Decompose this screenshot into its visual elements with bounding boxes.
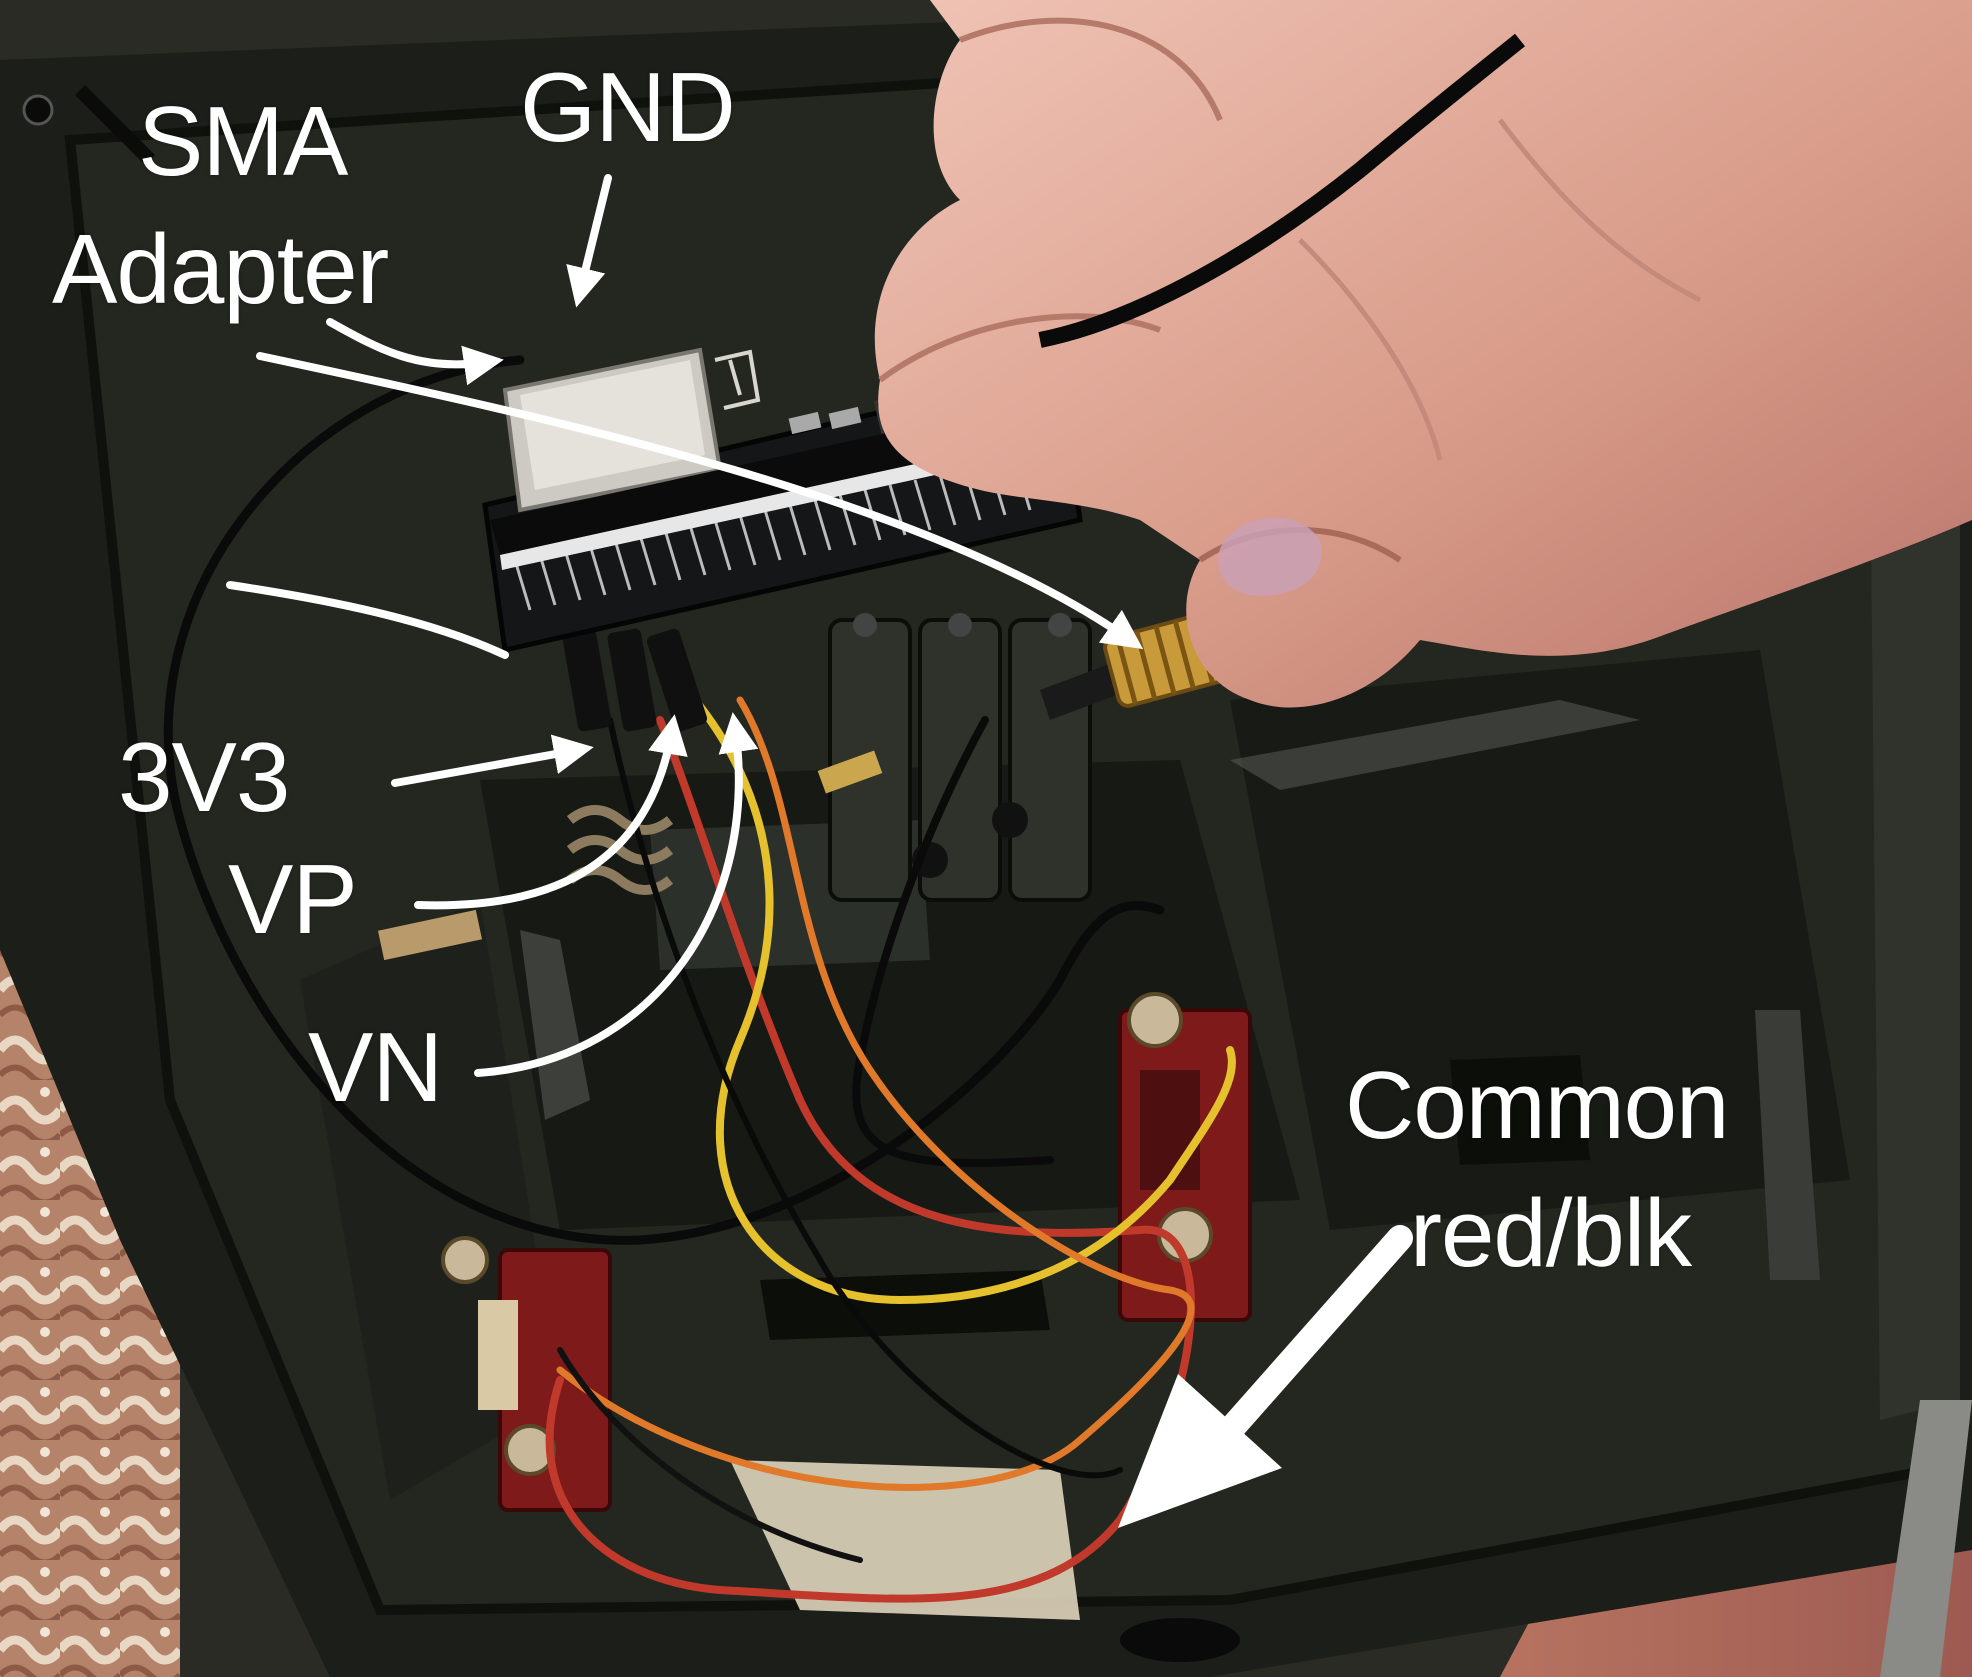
label-vp: VP [228,844,358,954]
label-gnd: GND [520,52,736,162]
header-jumpers [562,628,708,732]
label-sma: SMA [138,86,348,196]
terminal-block-left [441,1236,612,1512]
label-adapter: Adapter [52,214,389,324]
arrow-icon [226,174,1144,1077]
label-common: Common [1345,1052,1729,1159]
label-3v3: 3V3 [118,722,290,832]
tape [730,1460,1080,1620]
wire-orange [556,696,1195,1491]
label-vn: VN [308,1012,443,1122]
common-arrow-icon [1118,1225,1413,1528]
hand-icon [874,0,1972,708]
wire-black-loop [163,355,1165,1245]
terminal-block-right [1118,992,1252,1322]
wire-yellow [691,696,1236,1305]
label-red-blk: red/blk [1410,1180,1692,1287]
